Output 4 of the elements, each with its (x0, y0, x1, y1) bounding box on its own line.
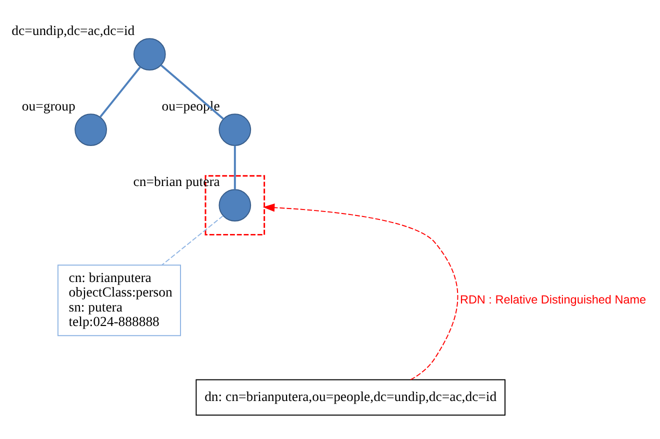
node-label: ou=group (22, 98, 76, 114)
node-label: cn=brian putera (133, 174, 220, 189)
edge-label: RDN : Relative Distinguished Name (460, 293, 646, 306)
node-label: dc=undip,dc=ac,dc=id (12, 22, 135, 38)
